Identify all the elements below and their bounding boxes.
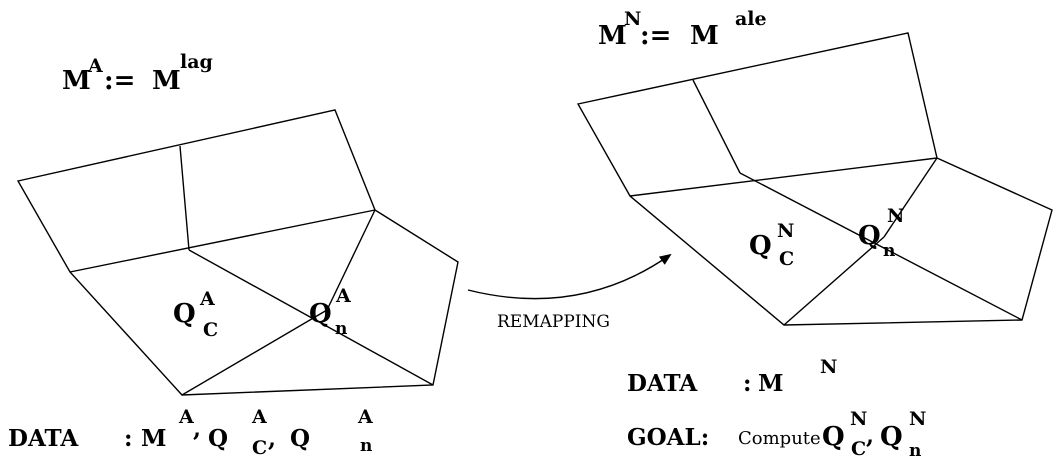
left-node-q: Q xyxy=(309,299,332,329)
right-mesh-edge xyxy=(883,157,938,238)
left-mesh-edge xyxy=(181,309,328,396)
left-node-sup: A xyxy=(335,285,351,307)
remapping-label: REMAPPING xyxy=(497,312,610,332)
right-cell-q: Q xyxy=(749,231,772,261)
right-title: M N := M ale xyxy=(598,8,767,51)
goal-comma: , xyxy=(866,422,874,449)
left-data-line: DATA : M A , Q A C , Q A n xyxy=(8,406,373,459)
left-data-q1: Q xyxy=(208,425,228,452)
right-title-sup: N xyxy=(624,8,641,30)
right-mesh-edge xyxy=(739,172,1023,321)
left-title-rhs: M xyxy=(152,66,181,96)
right-cell-sub: C xyxy=(779,248,794,270)
right-node-sup: N xyxy=(887,205,904,227)
right-node-label: Q N n xyxy=(858,205,904,261)
left-mesh-edge xyxy=(326,209,376,311)
left-mesh-outline xyxy=(16,109,459,396)
right-mesh-edge xyxy=(692,79,741,174)
left-data-q2: Q xyxy=(290,425,310,452)
left-cell-label: Q A C xyxy=(173,288,218,341)
left-data-comma2: , xyxy=(268,425,276,452)
goal-q1-sub: C xyxy=(851,438,866,460)
left-mesh-edge xyxy=(179,145,190,251)
left-title: M A := M lag xyxy=(62,51,213,96)
right-title-rhs-sup: ale xyxy=(735,8,767,30)
right-title-base: M xyxy=(598,21,627,51)
right-node-sub: n xyxy=(883,241,895,261)
right-cell-sup: N xyxy=(777,220,794,242)
right-cell-label: Q N C xyxy=(749,220,794,270)
left-cell-sub: C xyxy=(203,319,218,341)
left-node-sub: n xyxy=(335,319,347,339)
goal-q1-sup: N xyxy=(850,408,867,430)
left-data-m-sup: A xyxy=(178,406,194,428)
right-title-rhs: M xyxy=(690,21,719,51)
right-data-m-sup: N xyxy=(820,356,837,378)
left-data-prefix: DATA xyxy=(8,425,79,452)
left-data-q2-sup: A xyxy=(357,406,373,428)
right-goal-line: GOAL: Compute Q N C , Q N n xyxy=(627,408,926,461)
left-cell-q: Q xyxy=(173,299,196,329)
right-data-m: M xyxy=(758,370,783,397)
lagrangian-mesh xyxy=(16,109,459,396)
left-title-assign: := xyxy=(104,66,135,96)
left-data-q2-sub: n xyxy=(360,436,372,456)
goal-verb: Compute xyxy=(738,428,821,449)
left-cell-sup: A xyxy=(199,288,215,310)
ale-mesh xyxy=(576,32,1053,326)
goal-prefix: GOAL: xyxy=(627,424,709,451)
goal-q2: Q xyxy=(880,422,903,452)
right-data-line: DATA : M N xyxy=(627,356,837,397)
left-title-base: M xyxy=(62,66,91,96)
left-data-colon: : xyxy=(124,425,133,452)
right-data-prefix: DATA xyxy=(627,370,698,397)
right-node-q: Q xyxy=(858,221,881,251)
goal-q2-sup: N xyxy=(909,408,926,430)
left-title-rhs-sup: lag xyxy=(180,51,213,73)
goal-q2-sub: n xyxy=(909,441,921,461)
right-mesh-edge xyxy=(783,236,885,326)
right-mesh-edge xyxy=(629,157,938,197)
left-mesh-edge xyxy=(69,209,376,273)
remapping-arrow xyxy=(467,253,672,300)
left-data-q1-sub: C xyxy=(252,437,267,459)
left-data-comma1: , xyxy=(193,415,201,442)
left-mesh-edge xyxy=(188,249,434,386)
left-data-m: M xyxy=(141,425,166,452)
goal-q1: Q xyxy=(822,422,845,452)
left-data-q1-sup: A xyxy=(251,406,267,428)
right-title-assign: := xyxy=(640,21,671,51)
right-mesh-outline xyxy=(576,32,1053,326)
right-data-colon: : xyxy=(743,370,752,397)
left-node-label: Q A n xyxy=(309,285,351,339)
left-title-sup: A xyxy=(87,55,103,77)
